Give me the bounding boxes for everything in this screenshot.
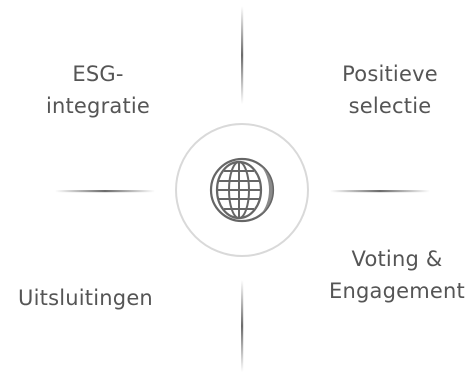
quadrant-label-line: integratie xyxy=(45,94,151,118)
quadrant-label-exclusions: Uitsluitingen xyxy=(8,282,163,314)
quadrant-label-voting-engagement: Voting & Engagement xyxy=(322,243,470,307)
divider-top xyxy=(241,6,244,104)
divider-right xyxy=(330,190,430,193)
quadrant-label-line: selectie xyxy=(348,94,432,118)
quadrant-label-positive-selection: Positieve selectie xyxy=(325,58,455,122)
quadrant-label-line: Engagement xyxy=(329,279,465,303)
globe-icon xyxy=(209,157,275,223)
quadrant-label-line: Positieve xyxy=(342,62,438,86)
quadrant-label-line: Uitsluitingen xyxy=(18,286,153,310)
quadrant-label-esg-integration: ESG- integratie xyxy=(28,58,168,122)
divider-bottom xyxy=(241,280,244,372)
quadrant-label-line: Voting & xyxy=(351,247,443,271)
divider-left xyxy=(55,190,155,193)
quadrant-label-line: ESG- xyxy=(72,62,124,86)
